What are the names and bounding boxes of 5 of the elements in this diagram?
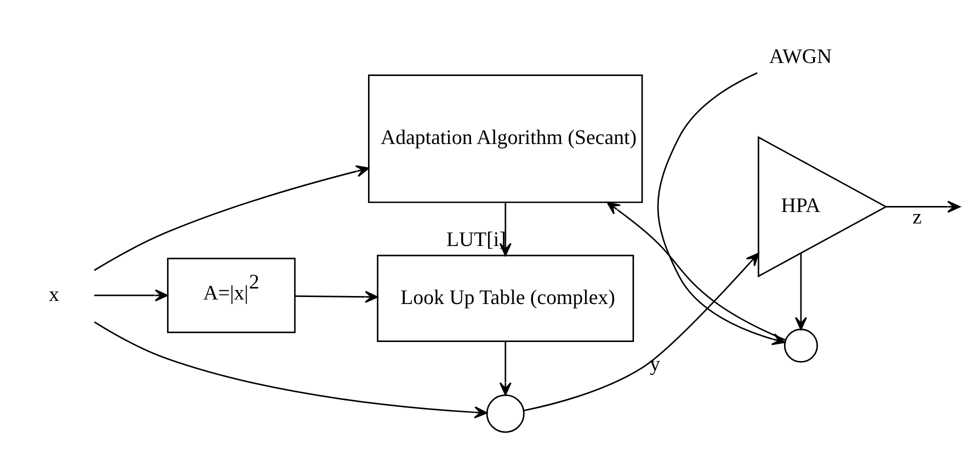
node-text: AWGN [769, 46, 832, 68]
edge-label: y [650, 354, 660, 376]
node-text: x [48, 284, 60, 306]
edge-label: z [912, 206, 922, 228]
edge-label: LUT[i] [446, 228, 506, 251]
